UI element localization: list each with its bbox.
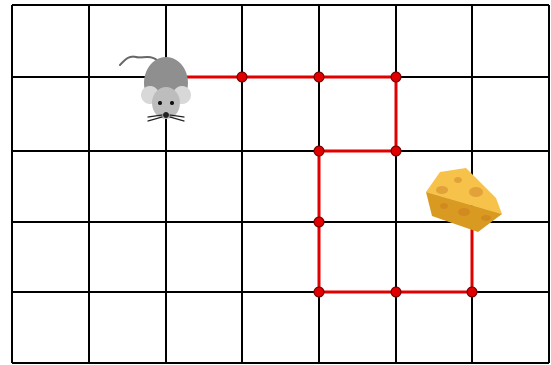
path-node	[314, 146, 324, 156]
path-node	[237, 72, 247, 82]
path-node	[391, 146, 401, 156]
path-node	[391, 287, 401, 297]
path-node	[314, 72, 324, 82]
path-node	[314, 217, 324, 227]
path-node	[391, 72, 401, 82]
path-node	[314, 287, 324, 297]
path-node	[467, 287, 477, 297]
mouse-icon	[120, 57, 191, 121]
